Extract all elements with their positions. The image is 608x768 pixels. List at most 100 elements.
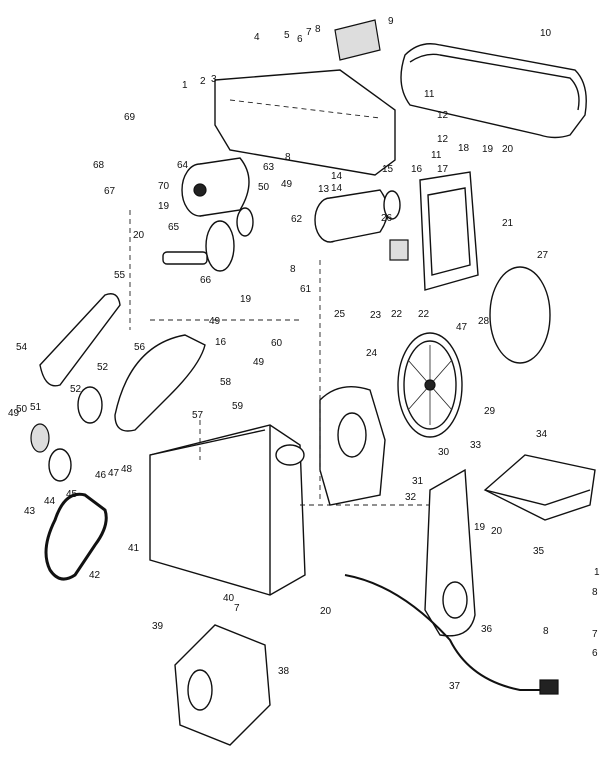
callout-49-b: 49: [209, 316, 221, 327]
callout-19-b: 19: [158, 201, 170, 212]
callout-14: 14: [331, 171, 343, 182]
base-cabinet-41: [149, 424, 306, 596]
callout-22-b: 22: [418, 309, 430, 320]
callout-3: 3: [211, 74, 217, 85]
callout-8-e: 8: [592, 587, 598, 598]
callout-15: 15: [382, 164, 394, 175]
callout-49: 49: [8, 408, 20, 419]
motor-38: [174, 624, 271, 746]
callout-9: 9: [388, 16, 394, 27]
callout-36: 36: [481, 624, 493, 635]
upper-belt-housing: [214, 19, 396, 176]
callout-57: 57: [192, 410, 204, 421]
callout-8-b: 8: [285, 152, 291, 163]
callout-67: 67: [104, 186, 116, 197]
callout-42: 42: [89, 570, 101, 581]
callout-20-b: 20: [133, 230, 145, 241]
callout-1-b: 1: [594, 567, 600, 578]
callout-12: 12: [437, 110, 449, 121]
callout-20-c: 20: [491, 526, 503, 537]
callout-56: 56: [134, 342, 146, 353]
callout-4: 4: [254, 32, 260, 43]
callout-20: 20: [502, 144, 514, 155]
callout-11: 11: [424, 89, 435, 100]
callout-16: 16: [411, 164, 423, 175]
callout-51: 51: [30, 402, 42, 413]
drive-belt-42: [44, 492, 108, 581]
callout-60: 60: [271, 338, 283, 349]
table-34: [483, 454, 596, 521]
callout-labels: 1 2 3 4 5 6 7 8 9 10 11 12 12 11 8 13 14…: [8, 16, 600, 692]
power-cord-37: [344, 574, 559, 695]
callout-52-b: 52: [70, 384, 82, 395]
motor-upper: [181, 157, 250, 217]
callout-47: 47: [108, 468, 120, 479]
callout-28: 28: [478, 316, 490, 327]
callout-44: 44: [44, 496, 56, 507]
callout-68: 68: [93, 160, 105, 171]
callout-19-c: 19: [240, 294, 252, 305]
callout-64: 64: [177, 160, 189, 171]
callout-1: 1: [182, 80, 188, 91]
callout-70: 70: [158, 181, 170, 192]
callout-61: 61: [300, 284, 312, 295]
callout-20-d: 20: [320, 606, 332, 617]
callout-45: 45: [66, 489, 78, 500]
callout-50-b: 50: [258, 182, 270, 193]
callout-47-b: 47: [456, 322, 468, 333]
callout-19: 19: [482, 144, 494, 155]
callout-8-d: 8: [543, 626, 549, 637]
pulleys: [30, 386, 103, 482]
callout-37: 37: [449, 681, 461, 692]
callout-8-c: 8: [290, 264, 296, 275]
callout-39: 39: [152, 621, 164, 632]
callout-23: 23: [370, 310, 382, 321]
callout-11-b: 11: [431, 150, 442, 161]
callout-27: 27: [537, 250, 549, 261]
callout-65: 65: [168, 222, 180, 233]
callout-69: 69: [124, 112, 136, 123]
callout-19-d: 19: [474, 522, 486, 533]
platen-55: [39, 293, 121, 387]
callout-16-b: 16: [215, 337, 227, 348]
callout-43: 43: [24, 506, 36, 517]
switch-housing: [389, 171, 479, 291]
callout-32: 32: [405, 492, 417, 503]
callout-2: 2: [200, 76, 206, 87]
callout-7: 7: [306, 27, 312, 38]
callout-55: 55: [114, 270, 126, 281]
callout-52: 52: [97, 362, 109, 373]
callout-35: 35: [533, 546, 545, 557]
callout-33: 33: [470, 440, 482, 451]
callout-7-c: 7: [592, 629, 598, 640]
callout-49-c: 49: [253, 357, 265, 368]
tube-guard: [400, 43, 587, 139]
callout-22: 22: [391, 309, 403, 320]
callout-13: 13: [318, 184, 330, 195]
callout-34: 34: [536, 429, 548, 440]
callout-49-d: 49: [281, 179, 293, 190]
callout-41: 41: [128, 543, 140, 554]
casting-32: [319, 386, 386, 506]
callout-6-b: 6: [592, 648, 598, 659]
callout-21: 21: [502, 218, 514, 229]
callout-6: 6: [297, 34, 303, 45]
sanding-disc-27: [489, 266, 551, 364]
callout-62: 62: [291, 214, 303, 225]
callout-26: 26: [381, 213, 393, 224]
callout-50: 50: [16, 404, 28, 415]
callout-63: 63: [263, 162, 275, 173]
callout-40: 40: [223, 593, 235, 604]
callout-48: 48: [121, 464, 133, 475]
belt-arm-56: [114, 334, 206, 432]
callout-30: 30: [438, 447, 450, 458]
callout-8: 8: [315, 24, 321, 35]
callout-38: 38: [278, 666, 290, 677]
callout-25: 25: [334, 309, 346, 320]
callout-59: 59: [232, 401, 244, 412]
callout-29: 29: [484, 406, 496, 417]
callout-24: 24: [366, 348, 378, 359]
callout-66: 66: [200, 275, 212, 286]
callout-18: 18: [458, 143, 470, 154]
